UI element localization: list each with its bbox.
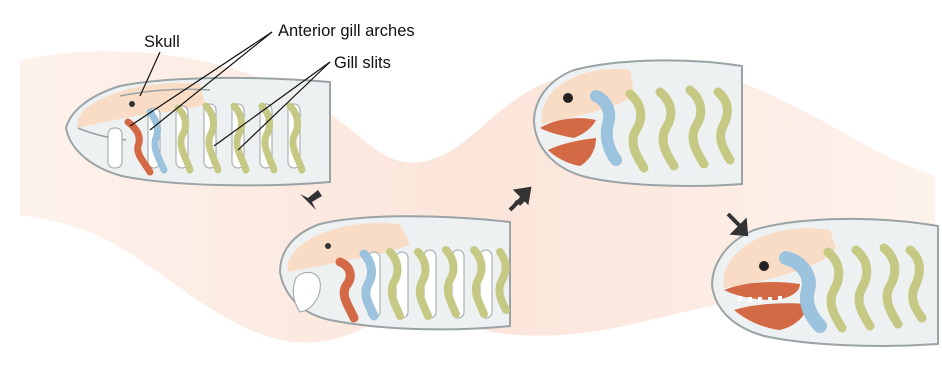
anterior-gill-arches-label: Anterior gill arches — [278, 22, 415, 40]
stage-early-jawed-fish — [280, 216, 510, 329]
eye — [563, 93, 573, 103]
second-gill-arch — [364, 254, 374, 316]
stage-jawed-fish — [534, 60, 742, 186]
eye — [759, 261, 769, 271]
skull-label: Skull — [144, 33, 180, 51]
eye — [325, 243, 331, 249]
stage-jawless-ancestor — [66, 78, 330, 185]
stage-modern-jawed-fish — [712, 219, 938, 346]
gill-slits-label: Gill slits — [334, 54, 391, 72]
eye — [129, 101, 135, 107]
